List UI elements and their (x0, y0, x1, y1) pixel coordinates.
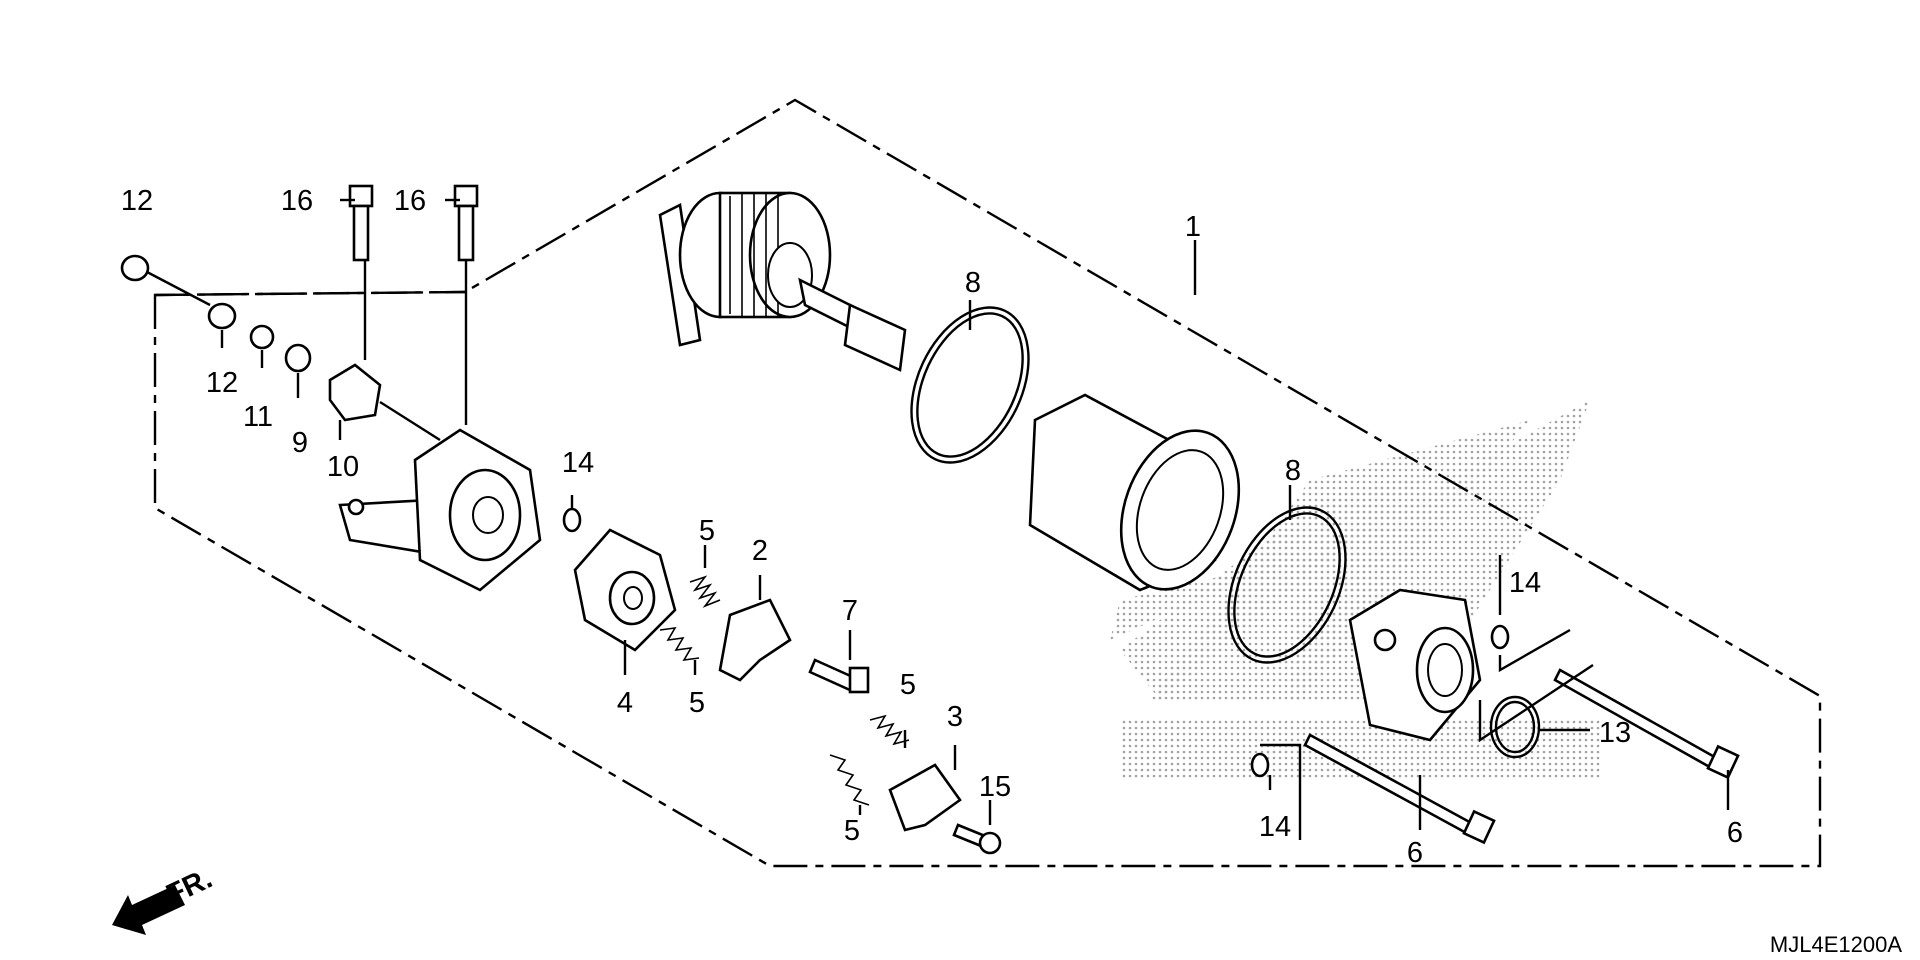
label-15: 15 (979, 771, 1011, 803)
o-ring-front (910, 306, 1030, 464)
label-9: 9 (292, 427, 308, 459)
label-14: 14 (562, 447, 594, 479)
terminal-hardware (120, 254, 382, 422)
label-5: 5 (699, 515, 715, 547)
label-2: 2 (752, 535, 768, 567)
o-ring-rear (1227, 506, 1347, 664)
label-5: 5 (900, 669, 916, 701)
label-5: 5 (689, 687, 705, 719)
front-cover (338, 428, 542, 592)
label-10: 10 (327, 451, 359, 483)
washer-14 (562, 507, 582, 533)
rear-cover (1348, 588, 1482, 742)
part-number-labels: 1 2 3 4 5 5 5 5 6 6 7 8 8 9 10 11 12 12 … (121, 185, 1743, 869)
long-bolts (1303, 668, 1740, 845)
label-4: 4 (617, 687, 633, 719)
brush-holder (573, 528, 677, 652)
front-direction-arrow-icon: FR. (112, 863, 217, 935)
label-7: 7 (842, 595, 858, 627)
springs (659, 575, 910, 806)
brush-terminal-2 (718, 598, 792, 682)
leader-lines (146, 198, 1730, 840)
o-ring-13 (1489, 695, 1541, 759)
stud-bolt (808, 658, 870, 694)
yoke-housing (1028, 393, 1241, 592)
label-8: 8 (965, 267, 981, 299)
label-12: 12 (206, 367, 238, 399)
label-3: 3 (947, 701, 963, 733)
drawing-code: MJL4E1200A (1770, 932, 1902, 957)
label-12: 12 (121, 185, 153, 217)
label-1: 1 (1185, 211, 1201, 243)
label-16: 16 (281, 185, 313, 217)
assembly-boundary (153, 98, 1822, 868)
label-8: 8 (1285, 455, 1301, 487)
label-6: 6 (1727, 817, 1743, 849)
label-13: 13 (1599, 717, 1631, 749)
brush-terminal-3 (888, 763, 962, 832)
label-14: 14 (1259, 811, 1291, 843)
label-11: 11 (243, 401, 273, 433)
screw-15 (952, 823, 1002, 855)
armature (658, 191, 907, 372)
label-14: 14 (1509, 567, 1541, 599)
label-5: 5 (844, 815, 860, 847)
label-6: 6 (1407, 837, 1423, 869)
label-16: 16 (394, 185, 426, 217)
